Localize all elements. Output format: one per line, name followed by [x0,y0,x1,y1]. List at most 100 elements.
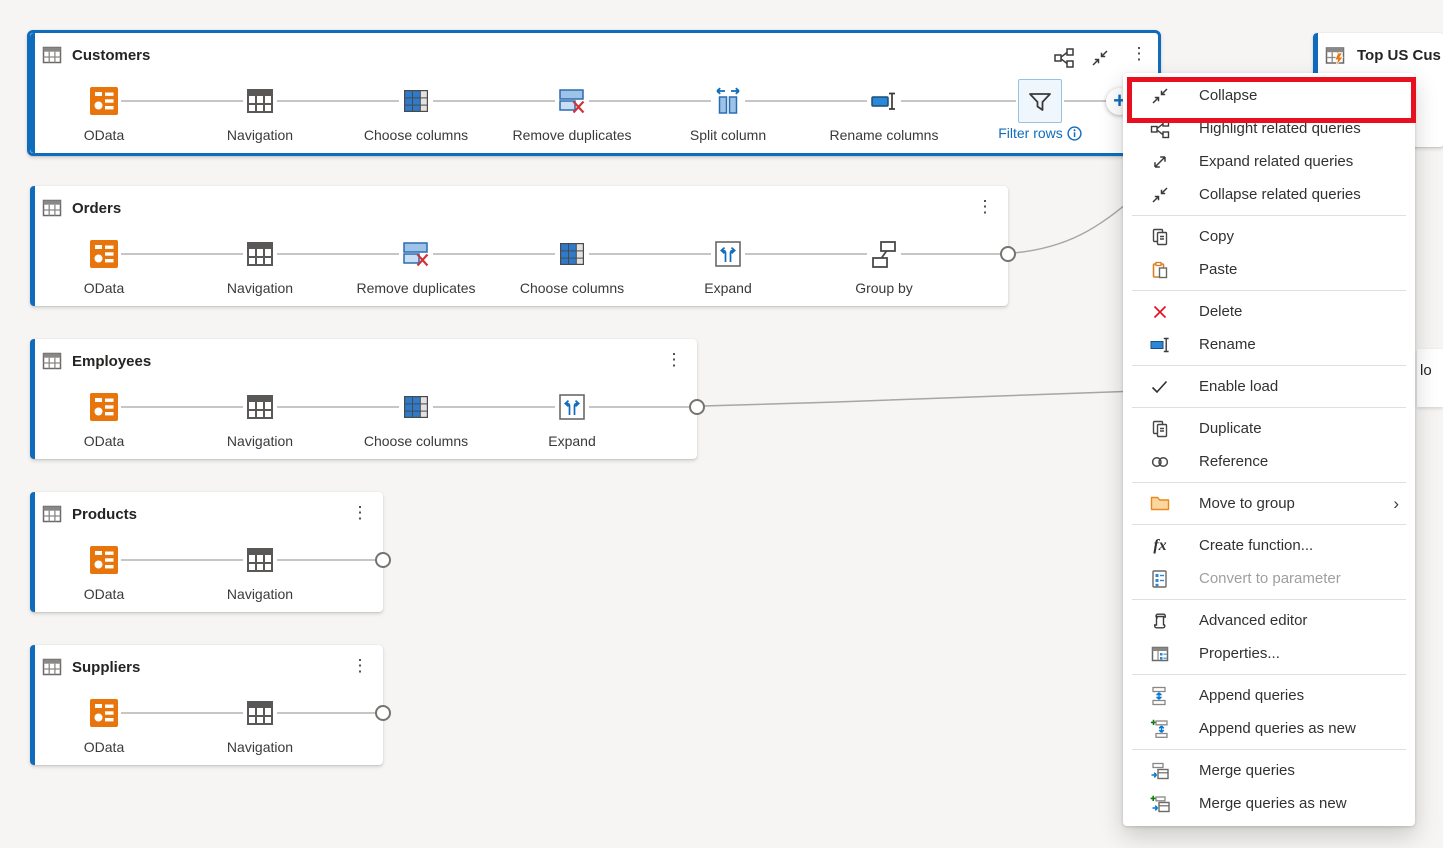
query-card-employees[interactable]: Employees ⋮ OData Navigation Choose colu… [30,339,697,459]
remove-duplicates-icon [557,86,587,118]
odata-icon [89,698,119,730]
collapse-card-icon[interactable] [1090,48,1110,68]
step-connector-line [277,100,399,102]
query-card-orders[interactable]: Orders ⋮ OData Navigation Remove duplica… [30,186,1008,306]
step-connector-line [277,712,378,714]
step-odata[interactable]: OData [29,542,179,602]
highlight-related-icon[interactable] [1053,47,1075,69]
highlight-related-icon [1147,119,1173,139]
step-odata[interactable]: OData [29,83,179,143]
step-navigation[interactable]: Navigation [185,389,335,449]
step-choose-columns[interactable]: Choose columns [341,389,491,449]
menu-item-reference[interactable]: Reference [1123,445,1415,478]
step-odata[interactable]: OData [29,389,179,449]
step-connector-line [121,406,243,408]
menu-item-copy[interactable]: Copy [1123,220,1415,253]
card-accent-stripe [30,492,35,612]
menu-item-paste[interactable]: Paste [1123,253,1415,286]
menu-item-highlight-related-queries[interactable]: Highlight related queries [1123,112,1415,145]
step-connector-line [121,559,243,561]
card-accent-stripe [30,645,35,765]
navigation-icon [245,698,275,730]
step-label: OData [83,433,125,449]
step-label: Choose columns [519,280,625,296]
query-card-suppliers[interactable]: Suppliers ⋮ OData Navigation [30,645,383,765]
menu-item-rename[interactable]: Rename [1123,328,1415,361]
step-label: Navigation [226,739,294,755]
card-more-menu-button[interactable]: ⋮ [351,503,369,522]
query-card-customers[interactable]: Customers ⋮ OData Navigation Choose colu… [27,30,1161,156]
query-title: Products [72,506,138,523]
merge-queries-new-icon [1147,795,1173,813]
card-accent-stripe [30,186,35,306]
menu-separator [1132,599,1406,600]
split-column-icon [713,86,743,118]
step-label: Group by [855,280,913,296]
output-port-employees[interactable] [689,399,705,415]
table-icon [42,198,62,218]
menu-item-properties[interactable]: Properties... [1123,637,1415,670]
step-choose-columns[interactable]: Choose columns [341,83,491,143]
menu-item-create-function[interactable]: fx Create function... [1123,529,1415,562]
menu-item-duplicate[interactable]: Duplicate [1123,412,1415,445]
odata-icon [89,545,119,577]
step-connector-line [901,253,1004,255]
step-navigation[interactable]: Navigation [185,542,335,602]
menu-item-move-to-group[interactable]: Move to group › [1123,487,1415,520]
output-port-suppliers[interactable] [375,705,391,721]
step-connector-line [901,100,1016,102]
output-port-orders[interactable] [1000,246,1016,262]
step-remove-duplicates[interactable]: Remove duplicates [341,236,491,296]
folder-icon [1147,495,1173,512]
step-connector-line [433,406,555,408]
step-navigation[interactable]: Navigation [185,695,335,755]
step-rename-columns[interactable]: Rename columns [809,83,959,143]
card-more-menu-button[interactable]: ⋮ [1130,44,1148,63]
step-label: OData [83,127,125,143]
choose-columns-icon [557,239,587,271]
menu-item-append-queries-as-new[interactable]: Append queries as new [1123,712,1415,745]
step-split-column[interactable]: Split column [653,83,803,143]
menu-item-merge-queries[interactable]: Merge queries [1123,754,1415,787]
query-title: Suppliers [72,659,141,676]
step-label: Choose columns [363,127,469,143]
step-label: OData [83,586,125,602]
table-lightning-icon [1325,45,1348,68]
output-port-products[interactable] [375,552,391,568]
menu-item-delete[interactable]: Delete [1123,295,1415,328]
delete-icon [1147,303,1173,321]
step-remove-duplicates[interactable]: Remove duplicates [497,83,647,143]
step-navigation[interactable]: Navigation [185,83,335,143]
menu-item-merge-queries-as-new[interactable]: Merge queries as new [1123,787,1415,820]
expand-icon [557,392,587,424]
step-group-by[interactable]: Group by [809,236,959,296]
info-icon[interactable] [1067,125,1082,141]
menu-item-collapse[interactable]: Collapse [1123,79,1415,112]
card-more-menu-button[interactable]: ⋮ [665,350,683,369]
step-navigation[interactable]: Navigation [185,236,335,296]
choose-columns-icon [401,392,431,424]
card-more-menu-button[interactable]: ⋮ [351,656,369,675]
card-more-menu-button[interactable]: ⋮ [976,197,994,216]
step-filter-rows[interactable]: Filter rows [965,79,1115,141]
menu-item-collapse-related-queries[interactable]: Collapse related queries [1123,178,1415,211]
reference-icon [1147,454,1173,470]
step-expand[interactable]: Expand [653,236,803,296]
menu-item-enable-load[interactable]: Enable load [1123,370,1415,403]
step-expand[interactable]: Expand [497,389,647,449]
menu-item-append-queries[interactable]: Append queries [1123,679,1415,712]
step-odata[interactable]: OData [29,695,179,755]
menu-item-expand-related-queries[interactable]: Expand related queries [1123,145,1415,178]
query-card-products[interactable]: Products ⋮ OData Navigation [30,492,383,612]
menu-separator [1132,407,1406,408]
menu-separator [1132,749,1406,750]
step-odata[interactable]: OData [29,236,179,296]
step-choose-columns[interactable]: Choose columns [497,236,647,296]
query-title: Top US Cus [1357,47,1441,64]
menu-item-advanced-editor[interactable]: Advanced editor [1123,604,1415,637]
expand-icon [713,239,743,271]
menu-item-convert-to-parameter[interactable]: Convert to parameter [1123,562,1415,595]
partial-query-card[interactable]: lo [1417,349,1443,407]
step-label: Navigation [226,586,294,602]
group-by-icon [869,239,899,271]
